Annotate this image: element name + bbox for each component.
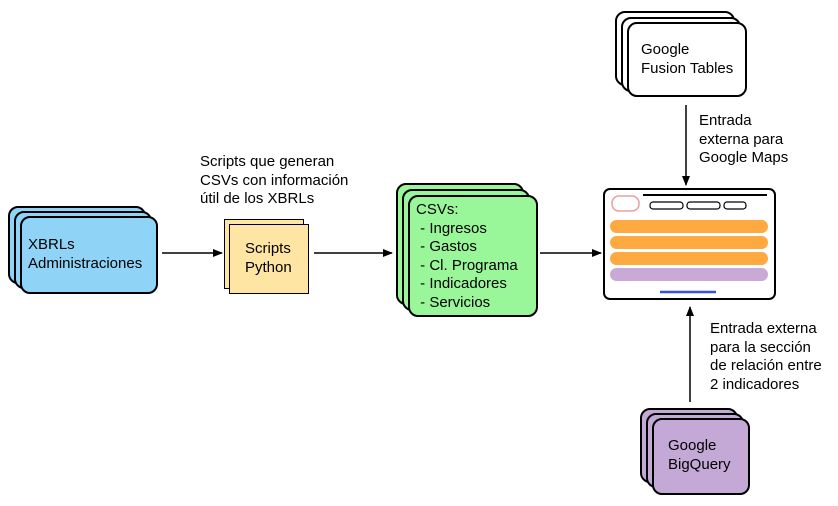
app-row-1 <box>610 220 768 233</box>
csv-label: CSVs: - Ingresos - Gastos - Cl. Programa… <box>416 201 518 311</box>
app-logo <box>611 195 640 212</box>
scripts-label: Scripts Python <box>245 240 292 276</box>
fusion-note: Entrada externa para Google Maps <box>699 112 789 166</box>
xbrl-label: XBRLs Administraciones <box>28 236 143 272</box>
bigquery-card-front <box>652 418 750 495</box>
app-row-4 <box>610 268 768 281</box>
app-select-2 <box>686 201 721 210</box>
fusion-card-front <box>627 22 747 97</box>
xbrl-card-front <box>20 216 158 294</box>
app-row-3 <box>610 252 768 265</box>
scripts-card-front <box>229 224 309 294</box>
fusion-label: Google Fusion Tables <box>641 41 734 77</box>
app-select-3 <box>723 201 747 210</box>
app-select-1 <box>649 201 684 210</box>
bigquery-label: Google BigQuery <box>668 437 731 473</box>
bigquery-note: Entrada externa para la sección de relac… <box>710 320 822 393</box>
app-row-2 <box>610 236 768 249</box>
csv-card-front <box>408 195 538 317</box>
app-mockup <box>603 188 776 300</box>
scripts-note: Scripts que generan CSVs con información… <box>200 153 349 207</box>
